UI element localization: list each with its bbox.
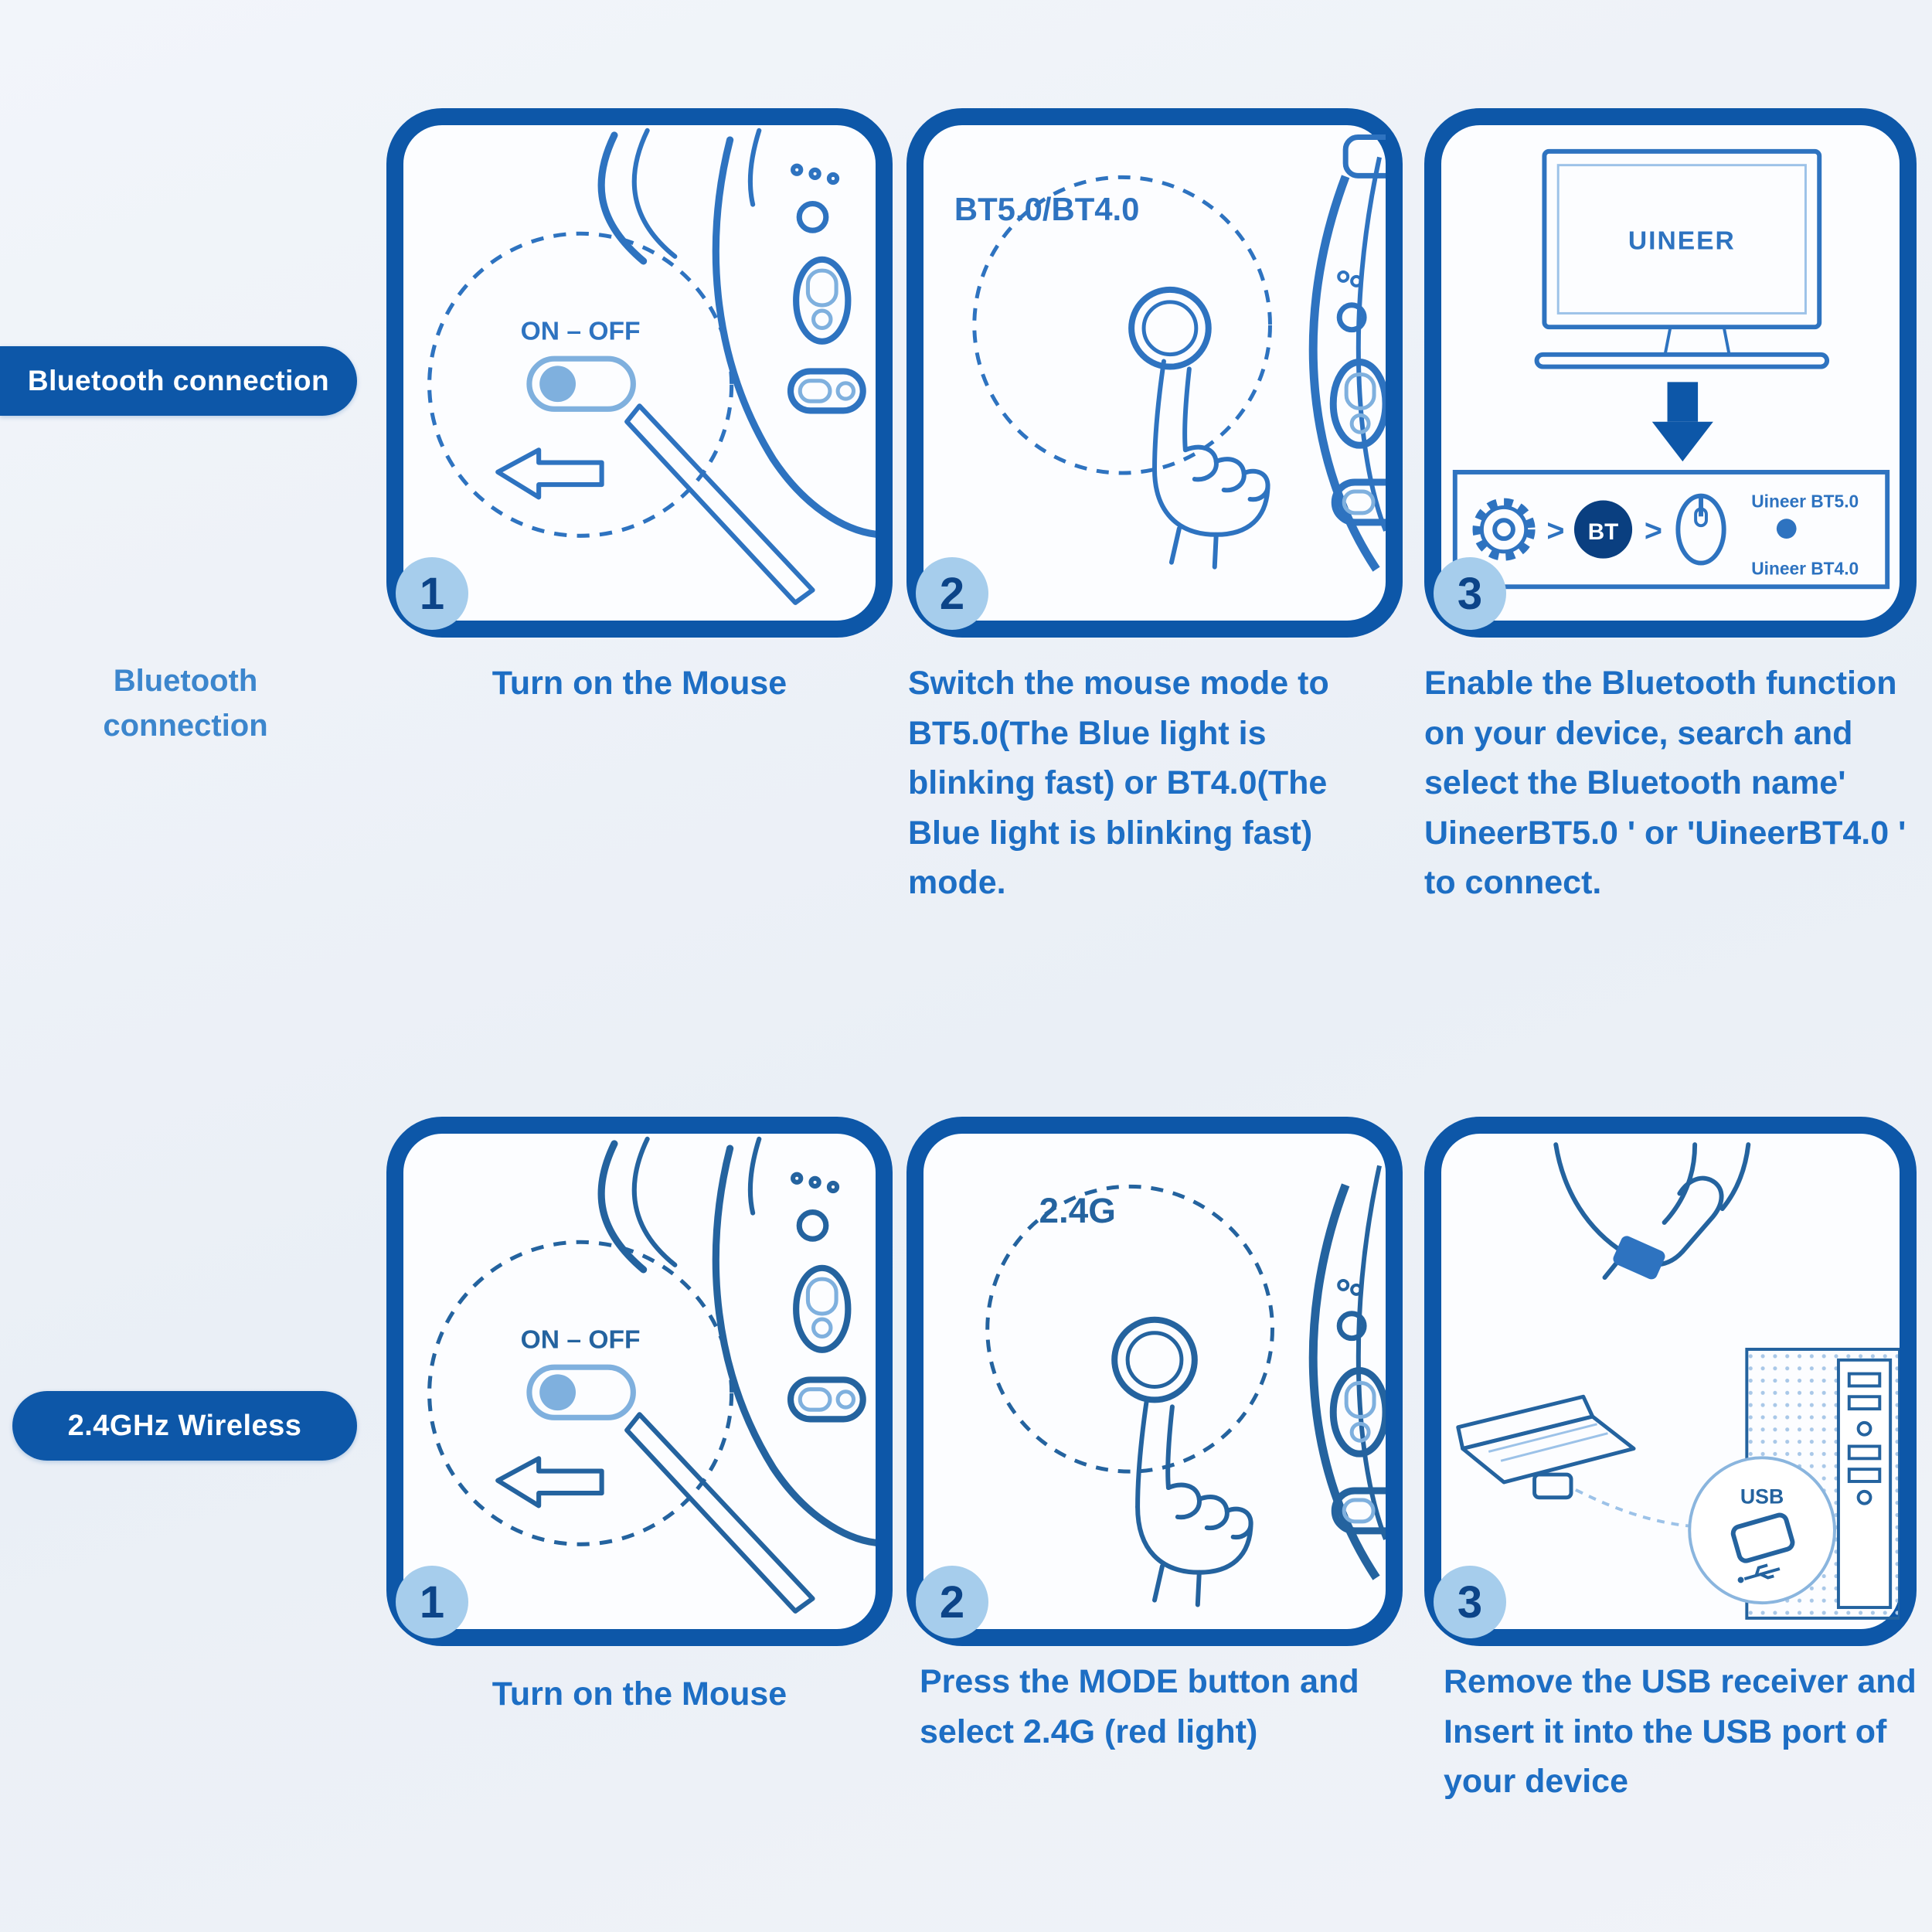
on-off-label: ON – OFF <box>521 318 641 346</box>
settings-bar <box>1452 470 1890 590</box>
usb-receiver-illustration: USB <box>1456 1142 1900 1620</box>
usb-dongle-near-laptop <box>1532 1472 1573 1500</box>
usb-dongle-in-hand <box>1613 1236 1665 1280</box>
chevron-icon: > <box>1546 514 1564 548</box>
bluetooth-step2-caption: Switch the mouse mode to BT5.0(The Blue … <box>908 665 1329 901</box>
power-toggle-icon <box>526 355 636 412</box>
mouse-top-view <box>597 128 876 538</box>
usb-port-column <box>1836 1358 1893 1610</box>
slide-left-arrow-icon <box>495 1456 604 1509</box>
side-label-line1: Bluetooth <box>113 664 258 698</box>
bt-badge-label: BT <box>1588 519 1619 545</box>
device-name-bt5: Uineer BT5.0 <box>1751 491 1859 511</box>
computer-pairing-illustration: UINEER > BT > Uineer BT5.0 Uineer B <box>1452 148 1890 590</box>
insert-path-dashed <box>1575 1488 1696 1529</box>
bluetooth-dot-icon <box>1776 519 1797 539</box>
zoom-dashed-circle <box>427 1240 734 1546</box>
power-toggle-icon <box>526 1364 636 1420</box>
mouse-power-on-illustration: ON – OFF <box>427 128 876 605</box>
scroll-wheel-top <box>1342 134 1386 179</box>
mode-button-inner <box>1141 300 1199 357</box>
slide-left-arrow-icon <box>495 447 604 500</box>
side-label-line2: connection <box>103 709 268 743</box>
on-off-label: ON – OFF <box>521 1326 641 1355</box>
pointer-stylus <box>624 1412 815 1614</box>
pointer-stylus <box>624 403 815 605</box>
usb-trident-icon <box>1737 1563 1781 1583</box>
bluetooth-side-label: Bluetooth connection <box>54 658 317 748</box>
mode-button-icon <box>1128 286 1212 370</box>
pointing-hand <box>1152 359 1270 570</box>
step-number-badge: 1 <box>396 1566 468 1638</box>
mouse-side-view <box>1308 156 1386 572</box>
step-number: 1 <box>419 568 445 619</box>
wireless-section-pill: 2.4GHz Wireless <box>12 1391 357 1461</box>
step-number: 3 <box>1457 1577 1483 1628</box>
chevron-icon: > <box>1645 514 1662 548</box>
bt-mode-label: BT5.0/BT4.0 <box>954 191 1140 227</box>
step-number-badge: 2 <box>916 557 988 630</box>
step-number-badge: 1 <box>396 557 468 630</box>
wireless-step1-caption: Turn on the Mouse <box>492 1675 787 1713</box>
pointing-hand <box>1135 1396 1253 1607</box>
settings-gear-icon <box>1472 498 1536 561</box>
wireless-step2-panel: 2.4G <box>906 1117 1403 1646</box>
mode-button-icon <box>1111 1316 1198 1403</box>
wireless-mode-button-illustration: 2.4G <box>985 1165 1386 1607</box>
bluetooth-step2-panel: BT5.0/BT4.0 <box>906 108 1403 638</box>
wireless-step1-panel: ON – OFF 1 <box>386 1117 893 1646</box>
step-number: 1 <box>419 1577 445 1628</box>
zoom-dashed-circle <box>985 1184 1274 1474</box>
monitor-brand-label: UINEER <box>1628 226 1736 255</box>
step-number: 2 <box>939 568 965 619</box>
wireless-section-pill-label: 2.4GHz Wireless <box>67 1409 302 1442</box>
laptop-icon <box>1456 1394 1636 1485</box>
bluetooth-step1-caption: Turn on the Mouse <box>492 665 787 702</box>
zoom-dashed-circle <box>427 231 734 538</box>
bluetooth-section-pill-label: Bluetooth connection <box>27 365 330 396</box>
step-number: 3 <box>1457 568 1483 619</box>
bluetooth-section-pill: Bluetooth connection <box>0 346 357 416</box>
usb-label: USB <box>1740 1485 1784 1509</box>
mouse-top-view <box>597 1136 876 1546</box>
wireless-step3-panel: USB 3 <box>1424 1117 1917 1646</box>
zoom-dashed-circle <box>972 175 1272 475</box>
mouse-icon <box>1675 493 1726 566</box>
mouse-power-on-illustration: ON – OFF <box>427 1136 876 1614</box>
bt-mode-button-illustration: BT5.0/BT4.0 <box>954 134 1386 572</box>
wireless-step3-caption: Remove the USB receiver and Insert it in… <box>1444 1663 1917 1800</box>
mouse-side-view <box>1308 1165 1386 1580</box>
device-name-bt4: Uineer BT4.0 <box>1751 558 1859 578</box>
mode-button-inner <box>1125 1331 1184 1389</box>
bluetooth-step3-caption: Enable the Bluetooth function on your de… <box>1424 665 1906 901</box>
bt-badge-icon <box>1573 500 1633 559</box>
down-arrow-icon <box>1651 382 1713 462</box>
usb-callout-circle: USB <box>1688 1456 1836 1605</box>
bluetooth-step1-panel: ON – OFF 1 <box>386 108 893 638</box>
step-number-badge: 3 <box>1434 557 1506 630</box>
monitor-icon <box>1534 148 1830 369</box>
step-number: 2 <box>939 1577 965 1628</box>
wireless-step2-caption: Press the MODE button and select 2.4G (r… <box>920 1663 1359 1750</box>
bluetooth-step3-panel: UINEER > BT > Uineer BT5.0 Uineer B <box>1424 108 1917 638</box>
step-number-badge: 3 <box>1434 1566 1506 1638</box>
step-number-badge: 2 <box>916 1566 988 1638</box>
